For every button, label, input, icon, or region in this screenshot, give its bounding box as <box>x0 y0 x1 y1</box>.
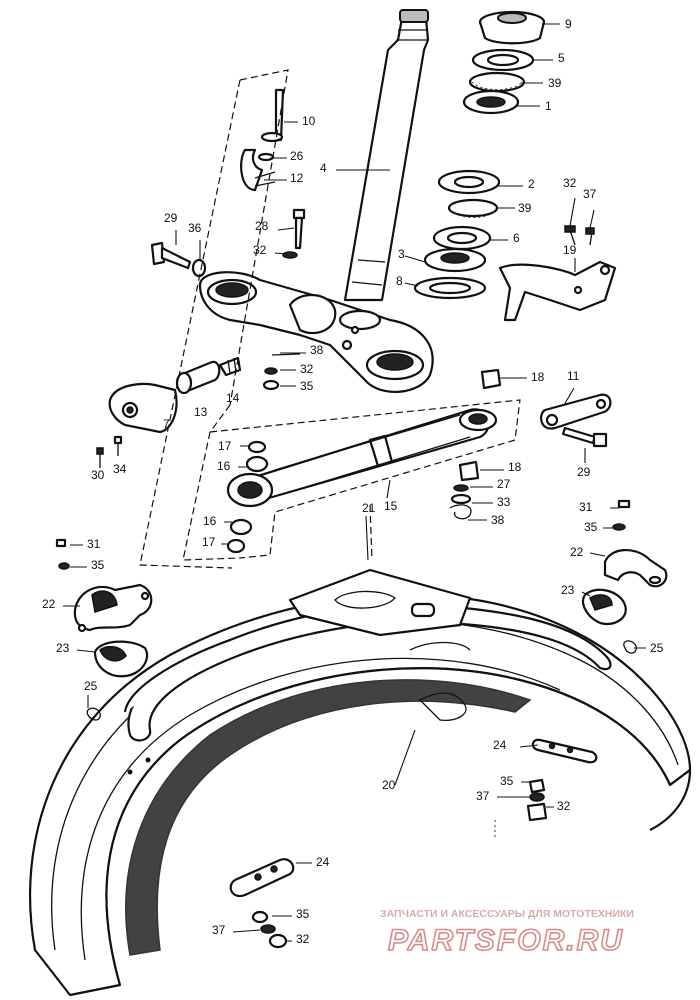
part-number-label: 35 <box>91 558 105 572</box>
bolts-upper <box>150 208 306 278</box>
leader-lines <box>63 23 646 942</box>
part-number-label: 11 <box>567 369 580 383</box>
part-number-label: 17 <box>218 439 232 453</box>
part-number-label: 37 <box>212 923 226 937</box>
bearing-stack-top <box>462 10 546 115</box>
part-number-label: 6 <box>513 231 520 245</box>
watermark-tagline: ЗАПЧАСТИ И АКСЕССУАРЫ ДЛЯ МОТОТЕХНИКИ <box>380 908 634 920</box>
part-number-label: 35 <box>300 379 314 393</box>
part-number-label: 10 <box>302 114 316 128</box>
bracket <box>498 225 617 322</box>
part-number-label: 15 <box>384 499 398 513</box>
part-number-label: 3 <box>398 247 405 261</box>
part-number-label: 38 <box>491 513 505 527</box>
watermark-logo: PARTSFOR.RU <box>388 924 624 957</box>
part-number-label: 8 <box>396 274 403 288</box>
part-number-label: 38 <box>310 343 324 357</box>
part-number-label: 37 <box>476 789 490 803</box>
part-number-label: 19 <box>563 243 577 257</box>
part-number-label: 9 <box>565 17 572 31</box>
part-number-label: 23 <box>56 641 70 655</box>
part-number-label: 32 <box>563 176 577 190</box>
part-number-label: 36 <box>188 221 202 235</box>
part-number-label: 21 <box>362 501 376 515</box>
part-number-label: 25 <box>84 679 98 693</box>
part-number-label: 24 <box>316 855 330 869</box>
part-number-label: 31 <box>87 537 101 551</box>
part-number-label: 4 <box>320 161 327 175</box>
part-number-label: 35 <box>500 774 514 788</box>
bottom-fasteners <box>229 738 598 949</box>
watermark: ЗАПЧАСТИ И АКСЕССУАРЫ ДЛЯ МОТОТЕХНИКИ PA… <box>380 908 634 958</box>
triple-clamp <box>198 271 434 393</box>
part-number-label: 7 <box>163 417 170 431</box>
right-clamps <box>582 499 668 654</box>
part-number-label: 39 <box>548 76 562 90</box>
part-number-label: 25 <box>650 641 664 655</box>
bearing-stack-lower <box>413 169 501 300</box>
bolt-and-clip <box>240 88 285 192</box>
center-fasteners <box>226 353 502 554</box>
part-number-label: 29 <box>164 211 178 225</box>
steering-stem <box>343 9 430 302</box>
part-number-label: 23 <box>561 583 575 597</box>
small-bolts-left <box>96 435 123 468</box>
part-number-label: 18 <box>508 460 522 474</box>
part-number-label: 24 <box>493 738 507 752</box>
fender-brace <box>123 568 612 742</box>
part-number-label: 13 <box>194 405 208 419</box>
part-number-label: 17 <box>202 535 216 549</box>
part-number-label: 18 <box>531 370 545 384</box>
part-number-label: 16 <box>203 514 217 528</box>
part-number-label: 20 <box>382 778 396 792</box>
part-number-label: 35 <box>296 907 310 921</box>
part-number-label: 1 <box>545 99 552 113</box>
headlight-bracket <box>108 356 242 434</box>
part-number-label: 30 <box>91 468 105 482</box>
part-number-label: 32 <box>253 243 267 257</box>
part-number-label: 37 <box>583 187 597 201</box>
left-clamps <box>55 538 153 721</box>
part-number-label: 31 <box>579 500 593 514</box>
part-number-label: 5 <box>558 51 565 65</box>
part-number-label: 2 <box>528 177 535 191</box>
part-number-label: 22 <box>42 597 56 611</box>
part-number-label: 29 <box>577 465 591 479</box>
bracket-right <box>540 393 612 448</box>
part-number-label: 14 <box>226 391 240 405</box>
part-number-label: 28 <box>255 219 269 233</box>
part-number-label: 35 <box>584 520 598 534</box>
part-number-label: 32 <box>557 799 571 813</box>
part-number-label: 27 <box>497 477 511 491</box>
part-number-label: 32 <box>300 362 314 376</box>
part-number-label: 22 <box>570 545 584 559</box>
part-number-label: 34 <box>113 462 127 476</box>
assembly-outlines <box>139 69 521 569</box>
part-number-label: 32 <box>296 932 310 946</box>
part-number-label: 16 <box>217 459 231 473</box>
part-number-label: 12 <box>290 171 304 185</box>
part-number-label: 33 <box>497 495 511 509</box>
part-number-label: 39 <box>518 201 532 215</box>
damper-shaft <box>226 408 498 508</box>
part-number-label: 26 <box>290 149 304 163</box>
